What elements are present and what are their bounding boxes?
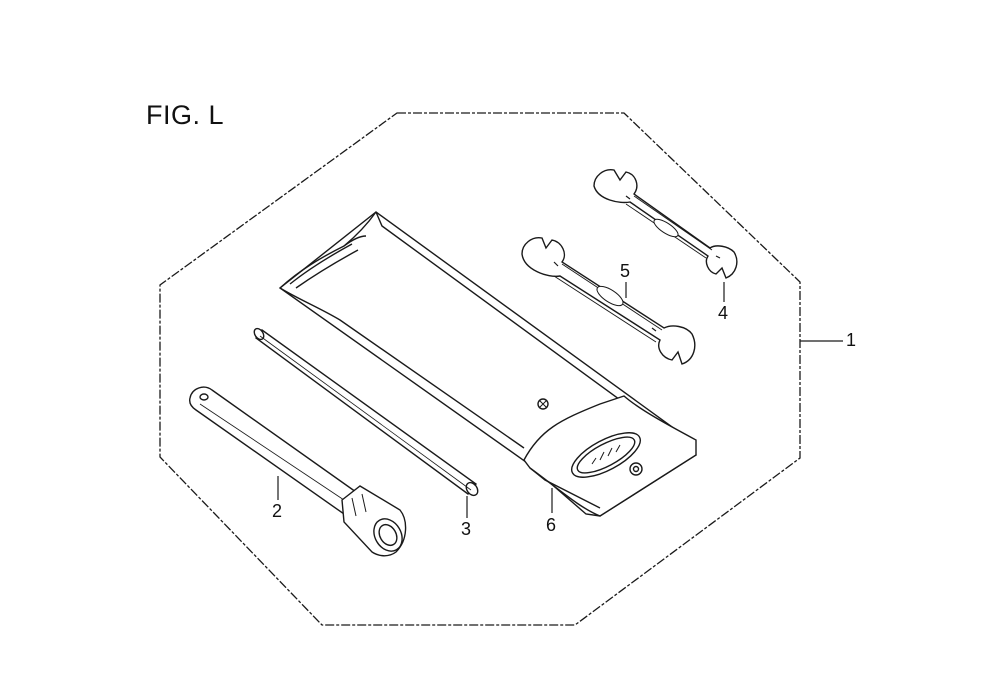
open-end-wrench-lower xyxy=(521,237,696,365)
callout-2: 2 xyxy=(272,501,283,521)
extension-bar xyxy=(253,327,479,497)
callout-6: 6 xyxy=(546,515,557,535)
kit-boundary-octagon xyxy=(159,112,801,626)
tool-bag xyxy=(278,211,697,517)
callout-1: 1 xyxy=(846,330,857,350)
plug-socket-wrench xyxy=(188,386,407,557)
open-end-wrench-upper xyxy=(593,169,738,279)
figure-title: FIG. L xyxy=(146,100,225,130)
callout-4: 4 xyxy=(718,303,729,323)
callout-5: 5 xyxy=(620,261,631,281)
callout-3: 3 xyxy=(461,519,472,539)
